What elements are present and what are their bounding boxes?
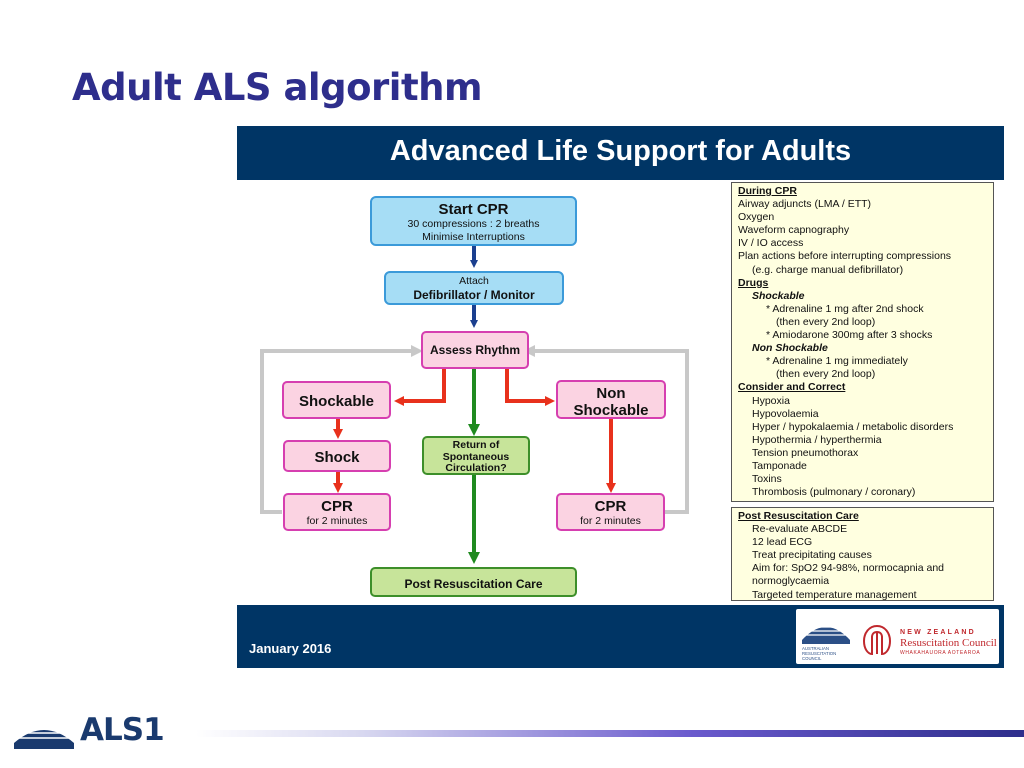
during-cpr-item: IV / IO access xyxy=(738,237,804,250)
defib-attach: Attach xyxy=(459,275,489,287)
drug-item: * Adrenaline 1 mg after 2nd shock xyxy=(766,302,924,315)
als-poster: Advanced Life Support for Adults Start C… xyxy=(237,126,1004,668)
defib-label: Defibrillator / Monitor xyxy=(413,287,535,302)
poster-date: January 2016 xyxy=(249,641,332,656)
arc-logo-text-1: AUSTRALIAN xyxy=(802,646,829,651)
arc-logo-text-2: RESUSCITATION xyxy=(802,651,836,656)
start-cpr-title: Start CPR xyxy=(438,201,509,218)
shockable-box: Shockable xyxy=(282,381,391,419)
shock-box: Shock xyxy=(283,440,391,472)
nzrc-line3: WHAKAHAUORA AOTEAROA xyxy=(900,650,981,656)
shockable-label: Shockable xyxy=(298,393,375,410)
arc-logo: AUSTRALIAN RESUSCITATION COUNCIL xyxy=(798,612,854,662)
during-cpr-heading: During CPR xyxy=(738,185,797,197)
drug-item: * Amiodarone 300mg after 3 shocks xyxy=(766,329,933,342)
post-care-item: 12 lead ECG xyxy=(752,536,813,549)
during-cpr-item: Plan actions before interrupting compres… xyxy=(738,250,952,263)
post-care-item: normoglycaemia xyxy=(752,575,830,588)
nzrc-logo-icon xyxy=(862,624,892,656)
assess-rhythm-label: Assess Rhythm xyxy=(429,343,521,357)
non-shockable-line1: Non xyxy=(596,385,626,402)
start-cpr-line1: 30 compressions : 2 breaths xyxy=(407,218,540,230)
drug-item: (then every 2nd loop) xyxy=(776,315,876,328)
loop-right-connector xyxy=(523,345,689,514)
during-cpr-panel: During CPR Airway adjuncts (LMA / ETT) O… xyxy=(731,182,994,502)
bottom-gradient-bar xyxy=(196,730,1024,737)
assess-rhythm-box: Assess Rhythm xyxy=(421,331,529,369)
cpr-right-title: CPR xyxy=(594,498,627,515)
consider-item: Tamponade xyxy=(752,459,807,472)
council-logos: AUSTRALIAN RESUSCITATION COUNCIL NEW ZEA… xyxy=(796,609,999,664)
poster-footer: January 2016 AUSTRALIAN RESUSCITATION CO… xyxy=(237,605,1004,668)
consider-item: Hypovolaemia xyxy=(752,407,819,420)
during-cpr-item: Waveform capnography xyxy=(738,224,850,237)
post-care-item: Targeted temperature management xyxy=(752,588,917,601)
arc-logo-text-3: COUNCIL xyxy=(802,656,822,661)
consider-item: Thrombosis (pulmonary / coronary) xyxy=(752,486,916,499)
consider-item: Hypoxia xyxy=(752,394,790,407)
slide-title: Adult ALS algorithm xyxy=(72,66,483,109)
defibrillator-box: Attach Defibrillator / Monitor xyxy=(384,271,564,305)
drugs-heading: Drugs xyxy=(738,276,769,289)
cpr-left-title: CPR xyxy=(321,498,353,515)
drug-item: (then every 2nd loop) xyxy=(776,368,876,381)
post-care-item: Aim for: SpO2 94-98%, normocapnia and xyxy=(752,562,945,575)
drugs-shockable-heading: Shockable xyxy=(752,289,805,302)
post-care-item: Re-evaluate ABCDE xyxy=(752,523,848,536)
als-logo-icon xyxy=(14,727,74,749)
during-cpr-item: (e.g. charge manual defibrillator) xyxy=(752,263,904,276)
post-care-panel: Post Resuscitation Care Re-evaluate ABCD… xyxy=(731,507,994,601)
als-logo-text: ALS1 xyxy=(80,712,165,748)
rosc-line1: Return of xyxy=(452,439,500,451)
non-shockable-box: Non Shockable xyxy=(556,380,666,419)
start-cpr-box: Start CPR 30 compressions : 2 breaths Mi… xyxy=(370,196,577,246)
flow-arrows xyxy=(260,246,689,564)
shock-label: Shock xyxy=(314,449,360,466)
consider-item: Tension pneumothorax xyxy=(752,446,859,459)
drug-item: * Adrenaline 1 mg immediately xyxy=(766,355,908,368)
poster-title: Advanced Life Support for Adults xyxy=(389,135,852,167)
post-resuscitation-label: Post Resuscitation Care xyxy=(404,577,543,591)
consider-item: Toxins xyxy=(752,473,782,486)
non-shockable-line2: Shockable xyxy=(573,402,649,419)
poster-header: Advanced Life Support for Adults xyxy=(237,126,1004,180)
drugs-nonshockable-heading: Non Shockable xyxy=(752,342,828,355)
nzrc-line2: Resuscitation Council xyxy=(900,637,997,649)
loop-left-connector xyxy=(260,345,423,514)
cpr-right-sub: for 2 minutes xyxy=(580,515,641,527)
during-cpr-item: Oxygen xyxy=(738,211,775,224)
nzrc-line1: NEW ZEALAND xyxy=(900,629,976,636)
cpr-left-box: CPR for 2 minutes xyxy=(283,493,391,531)
consider-item: Hypothermia / hyperthermia xyxy=(752,433,882,446)
consider-heading: Consider and Correct xyxy=(738,381,846,394)
rosc-line3: Circulation? xyxy=(445,462,507,474)
post-resuscitation-box: Post Resuscitation Care xyxy=(370,567,577,597)
during-cpr-item: Airway adjuncts (LMA / ETT) xyxy=(738,198,872,211)
consider-item: Hyper / hypokalaemia / metabolic disorde… xyxy=(752,420,954,433)
assess-to-nonshockable-arrow xyxy=(505,369,555,406)
cpr-left-sub: for 2 minutes xyxy=(306,515,368,527)
rosc-box: Return of Spontaneous Circulation? xyxy=(422,436,530,475)
cpr-right-box: CPR for 2 minutes xyxy=(556,493,665,531)
assess-to-shockable-arrow xyxy=(394,369,446,406)
post-care-item: Treat precipitating causes xyxy=(752,549,872,562)
rosc-line2: Spontaneous xyxy=(442,450,510,463)
start-cpr-line2: Minimise Interruptions xyxy=(422,230,525,243)
post-care-heading: Post Resuscitation Care xyxy=(738,510,859,522)
